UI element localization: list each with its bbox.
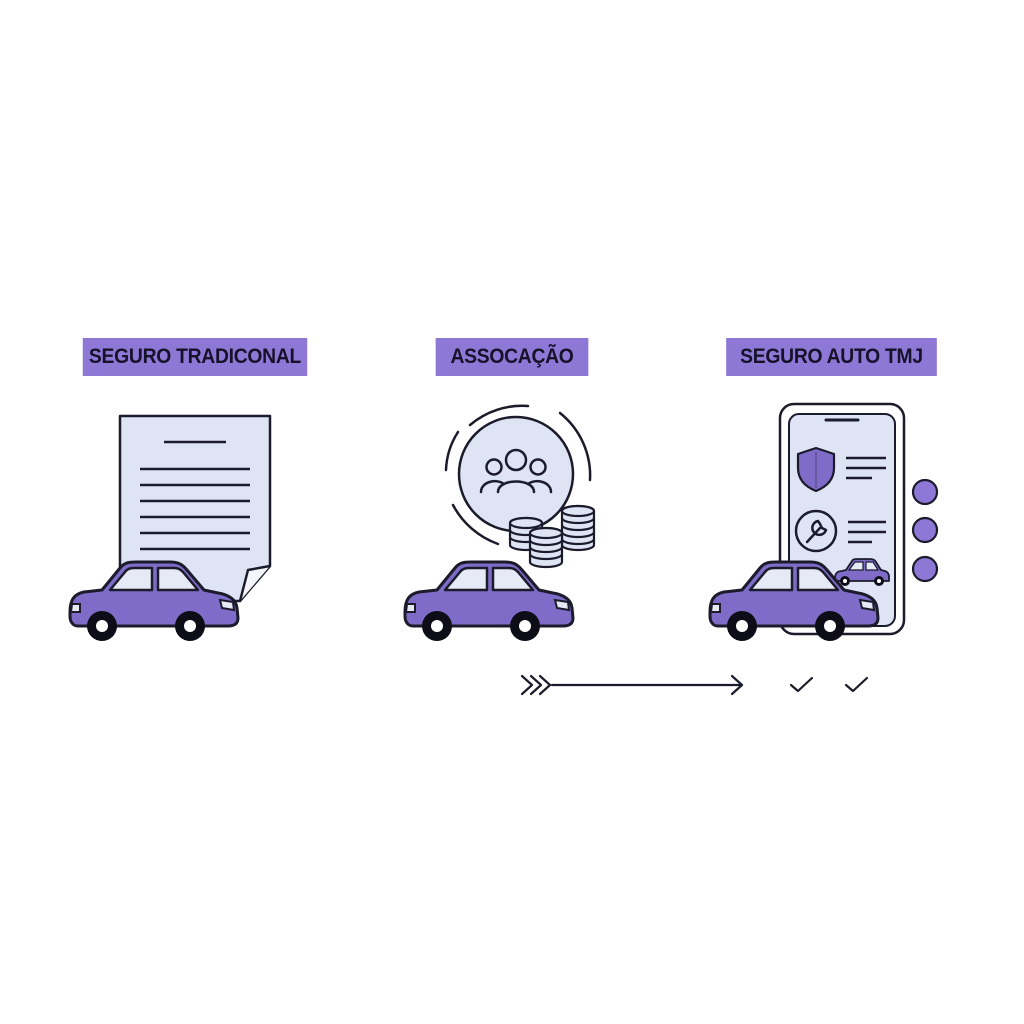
status-dots [911, 478, 939, 583]
label-seguro-auto-tmj: SEGURO AUTO TMJ [726, 338, 937, 376]
coin-stack-icon [508, 504, 596, 569]
wrench-icon [794, 509, 838, 553]
app-car-icon [834, 558, 890, 586]
checkmark-icon [844, 676, 869, 693]
label-associacao: ASSOCAÇÃO [435, 338, 589, 376]
car-icon [403, 560, 575, 643]
checkmark-icon [789, 676, 814, 693]
shield-icon [796, 446, 836, 493]
people-group-icon [444, 404, 592, 546]
arrow-right-icon [520, 674, 744, 696]
label-seguro-tradicional: SEGURO TRADICONAL [82, 338, 308, 376]
